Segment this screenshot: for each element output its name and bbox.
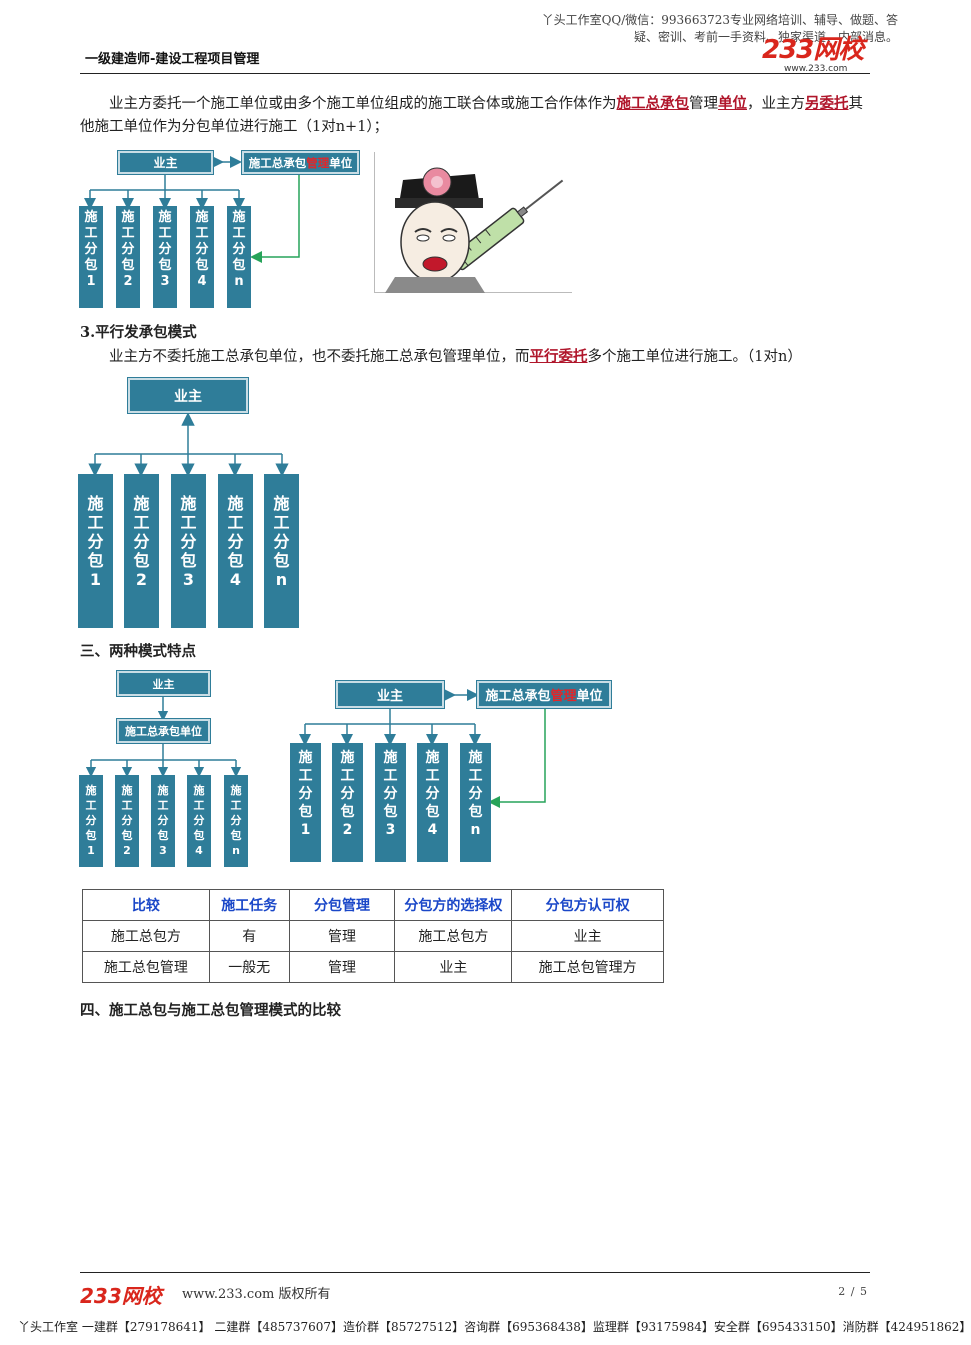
table-cell: 业主 xyxy=(511,920,664,952)
table-header-cell: 施工任务 xyxy=(208,889,290,921)
diagram2-connectors xyxy=(88,412,289,477)
logo-text: 233网校 xyxy=(762,35,864,65)
parallel-owner-box: 业主 xyxy=(128,378,248,413)
table-row: 施工总包方 有 管理 施工总包方 业主 xyxy=(82,920,664,952)
footer-rule xyxy=(80,1272,870,1273)
gcm-owner-box: 业主 xyxy=(336,681,444,708)
table-header-cell: 分包管理 xyxy=(288,889,396,921)
table-row: 施工总包管理 一般无 管理 业主 施工总包管理方 xyxy=(82,951,664,983)
table-header-cell: 比较 xyxy=(82,889,210,921)
table-cell: 施工总包方 xyxy=(82,920,210,952)
gc-mgmt-unit-box: 施工总承包管理单位 xyxy=(242,151,359,174)
heading-features: 三、两种模式特点 xyxy=(80,643,196,660)
heading-compare: 四、施工总包与施工总包管理模式的比较 xyxy=(80,1002,341,1019)
table-header-cell: 分包方认可权 xyxy=(511,889,664,921)
table-cell: 管理 xyxy=(288,951,396,983)
diagram4-connectors xyxy=(299,689,546,808)
logo-url: www.233.com xyxy=(784,64,848,74)
cartoon-drawing xyxy=(385,167,564,293)
page-number: 2 / 5 xyxy=(838,1285,868,1298)
footer-logo: 233网校 xyxy=(80,1284,162,1308)
table-cell: 施工总包管理 xyxy=(82,951,210,983)
table-cell: 施工总包方 xyxy=(394,920,513,952)
heading-parallel: 3.平行发承包模式 xyxy=(80,324,197,341)
table-cell: 业主 xyxy=(394,951,513,983)
diagram1-connectors xyxy=(84,156,300,263)
header-note: 丫头工作室QQ/微信：993663723专业网络培训、辅导、做题、答疑、密训、考… xyxy=(541,13,898,44)
gc-owner-box: 业主 xyxy=(117,671,210,696)
comparison-table: 比较 施工任务 分包管理 分包方的选择权 分包方认可权 施工总包方 有 管理 施… xyxy=(82,889,664,983)
table-cell: 一般无 xyxy=(208,951,290,983)
table-header-row: 比较 施工任务 分包管理 分包方的选择权 分包方认可权 xyxy=(82,889,664,921)
paragraph-total-mgmt: 业主方委托一个施工单位或由多个施工单位组成的施工联合体或施工合作体作为施工总承包… xyxy=(80,95,863,135)
document-title: 一级建造师-建设工程项目管理 xyxy=(85,52,260,67)
diagram3-connectors xyxy=(85,696,242,778)
cartoon-illustration xyxy=(374,152,572,293)
footer-group-list: 丫头工作室 一建群【279178641】 二建群【485737607】造价群【8… xyxy=(18,1320,971,1334)
table-cell: 有 xyxy=(208,920,290,952)
gc-unit-box: 施工总承包单位 xyxy=(117,719,210,743)
footer-copyright: www.233.com 版权所有 xyxy=(182,1287,331,1302)
gcm-unit-box: 施工总承包管理单位 xyxy=(477,681,611,708)
table-cell: 施工总包管理方 xyxy=(511,951,664,983)
brand-logo: 233网校 www.233.com xyxy=(762,36,872,76)
table-cell: 管理 xyxy=(288,920,396,952)
paragraph-parallel: 业主方不委托施工总承包单位，也不委托施工总承包管理单位，而平行委托多个施工单位进… xyxy=(109,348,802,365)
table-header-cell: 分包方的选择权 xyxy=(394,889,513,921)
owner-box: 业主 xyxy=(118,151,213,174)
header-rule xyxy=(80,73,870,74)
